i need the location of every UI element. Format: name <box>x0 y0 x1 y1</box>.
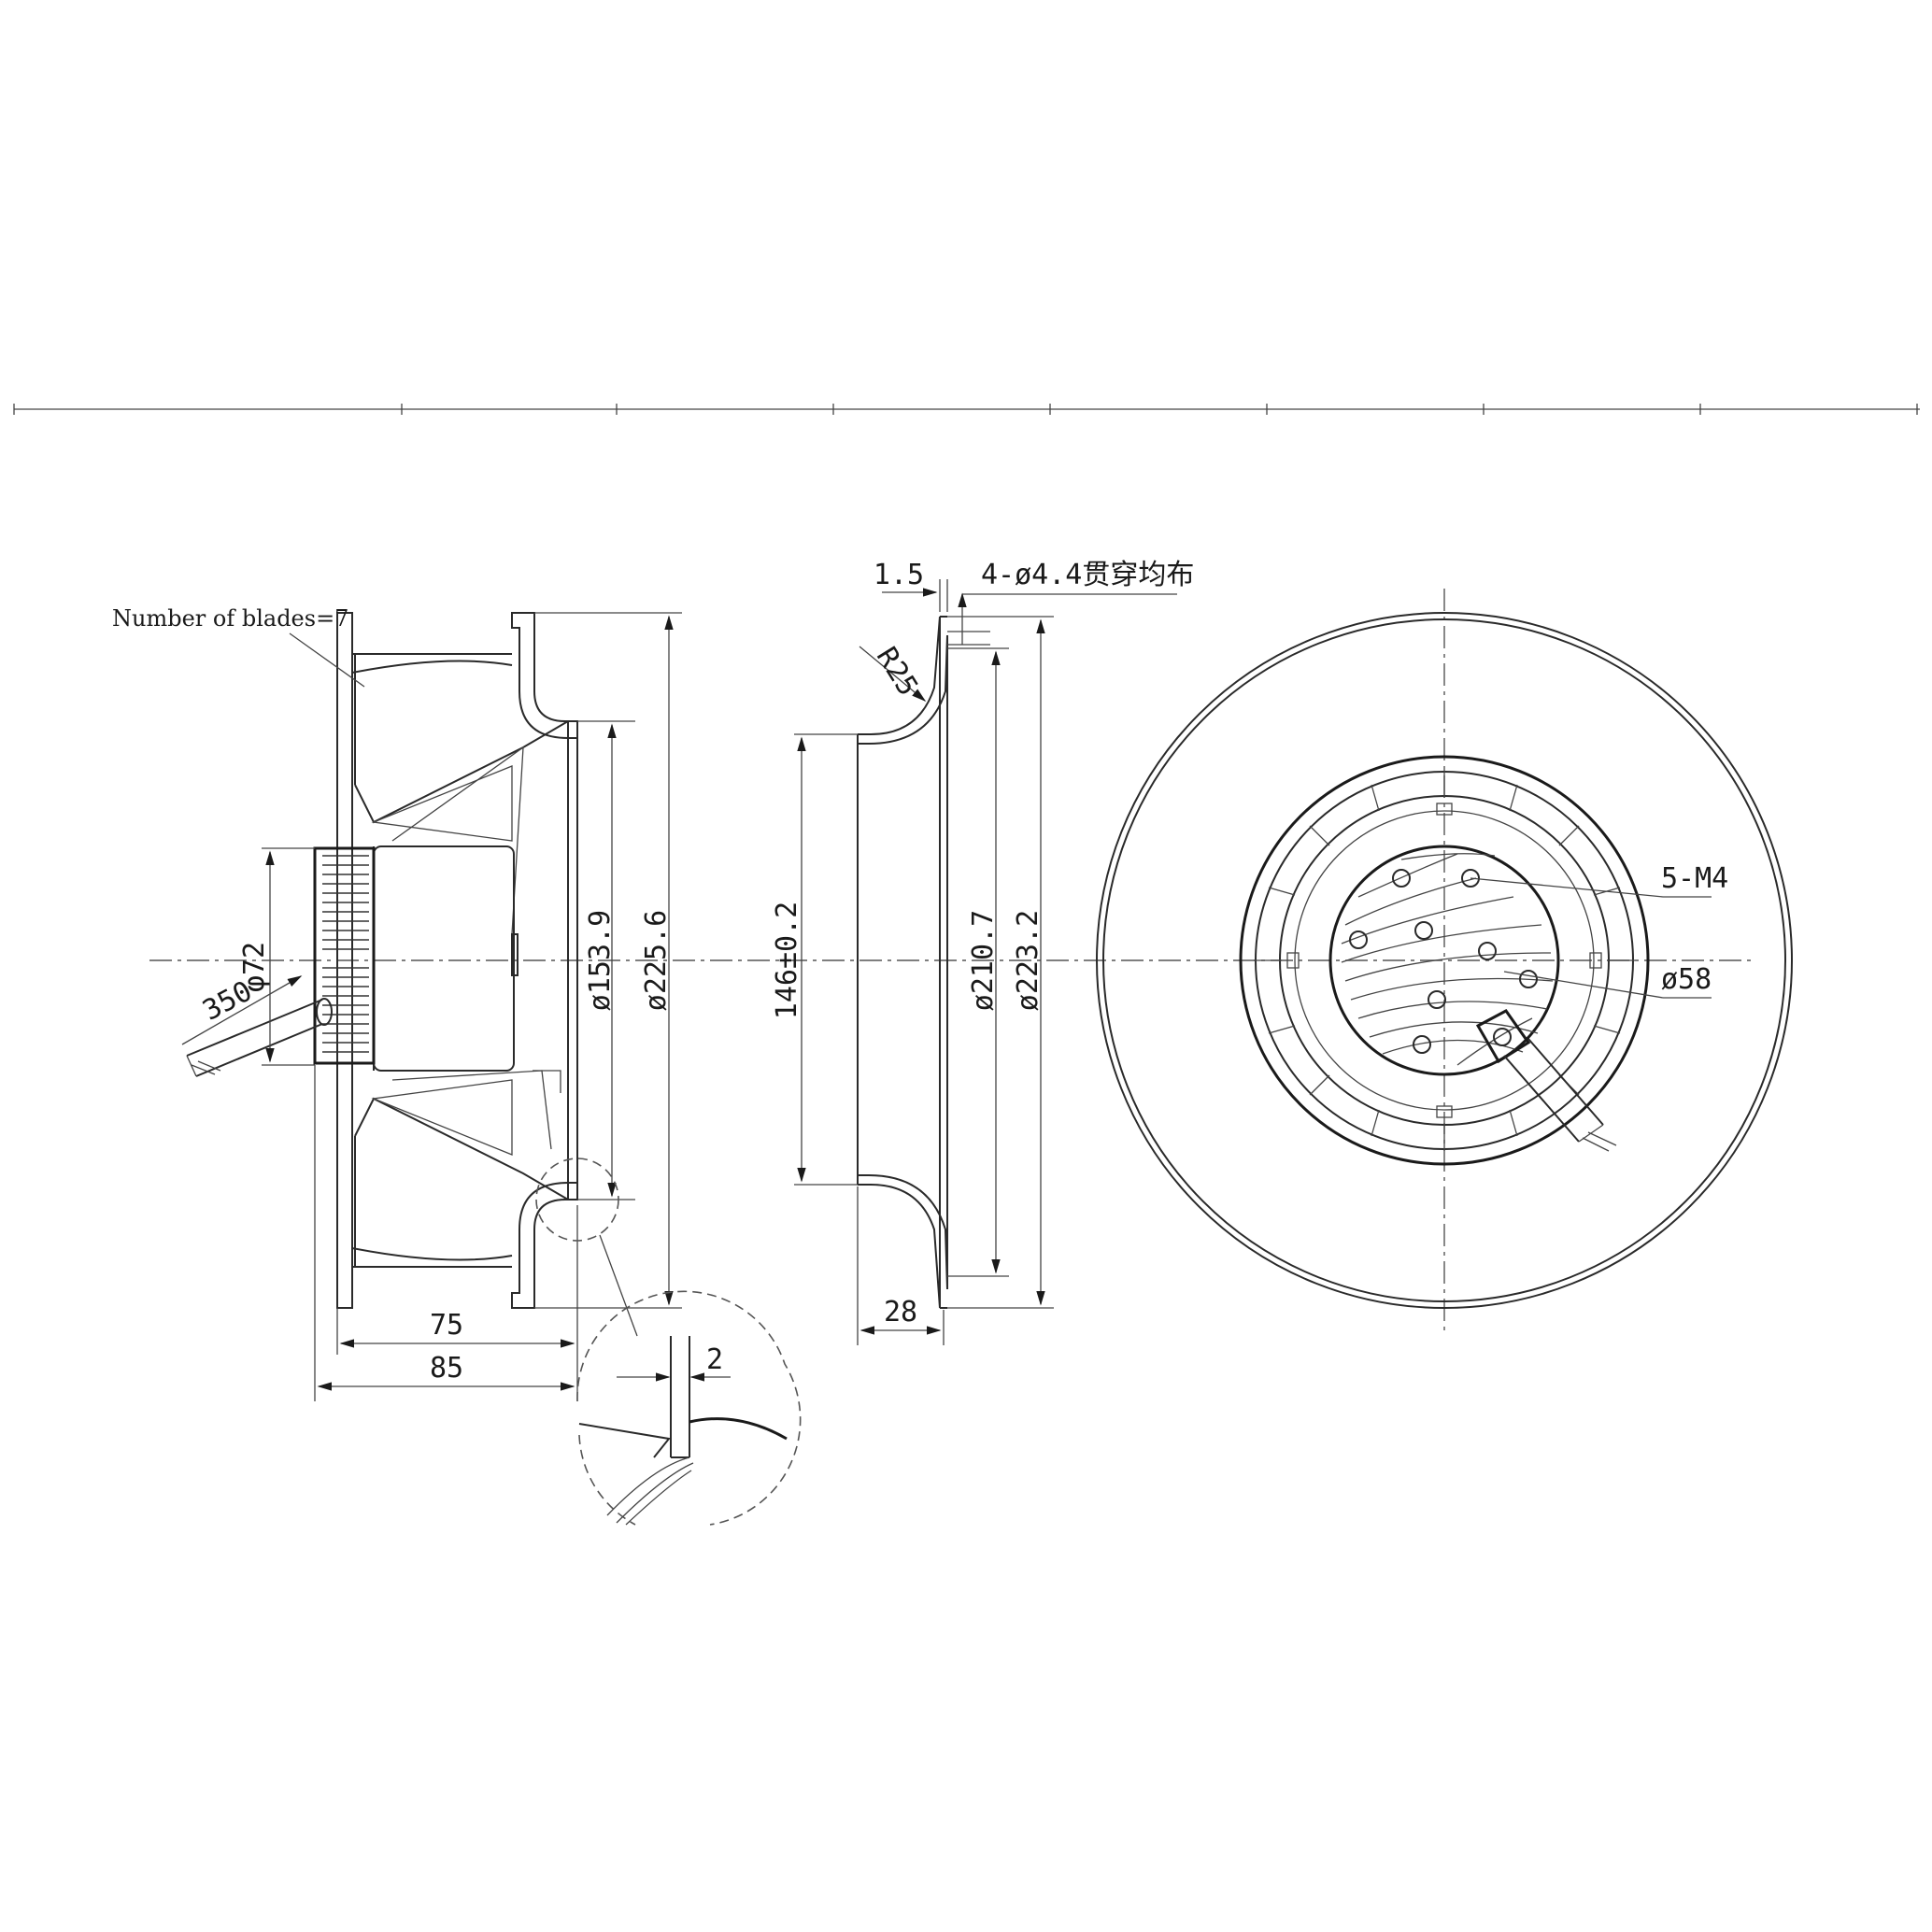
blade-lower <box>351 1097 569 1268</box>
dim-inner-dia: ø153.9 <box>584 910 617 1011</box>
dim-inlet-dia: 146±0.2 <box>771 902 803 1019</box>
dim-screws: 5-M4 <box>1661 862 1728 895</box>
cable-side <box>186 998 333 1077</box>
motor-hub-disc <box>1328 845 1560 1076</box>
blade-count-note: Number of blades=7 <box>112 605 348 632</box>
shroud-ring <box>1239 755 1650 1166</box>
motor-housing <box>373 845 515 1072</box>
side-view: φ72 350 Number of blades=7 ø153.9 ø225.6… <box>112 605 1756 1401</box>
dim-hub: ø58 <box>1661 963 1712 996</box>
blade-upper <box>351 653 569 824</box>
section-view: 1.5 4-ø4.4贯穿均布 R25 146±0.2 ø210.7 ø223.2… <box>771 559 1194 1345</box>
motor-hub <box>313 846 376 1065</box>
outer-ring <box>1096 612 1793 1309</box>
dim-detail-thickness: 2 <box>706 1343 723 1376</box>
dim-depth: 28 <box>884 1296 917 1328</box>
detail-callout: 2 <box>535 1158 802 1526</box>
dim-flange-thickness: 1.5 <box>874 559 924 591</box>
top-ruler <box>13 404 1920 415</box>
backplate <box>336 612 353 1309</box>
dim-pcd: ø210.7 <box>967 910 1000 1011</box>
dim-mounting-holes: 4-ø4.4贯穿均布 <box>981 559 1194 591</box>
front-view: 5-M4 ø58 <box>1096 589 1793 1334</box>
dim-outer-dia: ø225.6 <box>640 910 673 1011</box>
hub-screws <box>1349 869 1538 1054</box>
dim-width-75: 75 <box>430 1309 463 1342</box>
dim-flange-dia: ø223.2 <box>1012 910 1044 1011</box>
cable-front <box>1475 1009 1617 1152</box>
dim-hub-dia: φ72 <box>238 942 271 992</box>
shroud-bottom <box>511 1182 578 1309</box>
shroud-top <box>511 612 578 739</box>
inlet-cone-outer <box>858 616 941 1309</box>
dim-width-85: 85 <box>430 1352 463 1385</box>
